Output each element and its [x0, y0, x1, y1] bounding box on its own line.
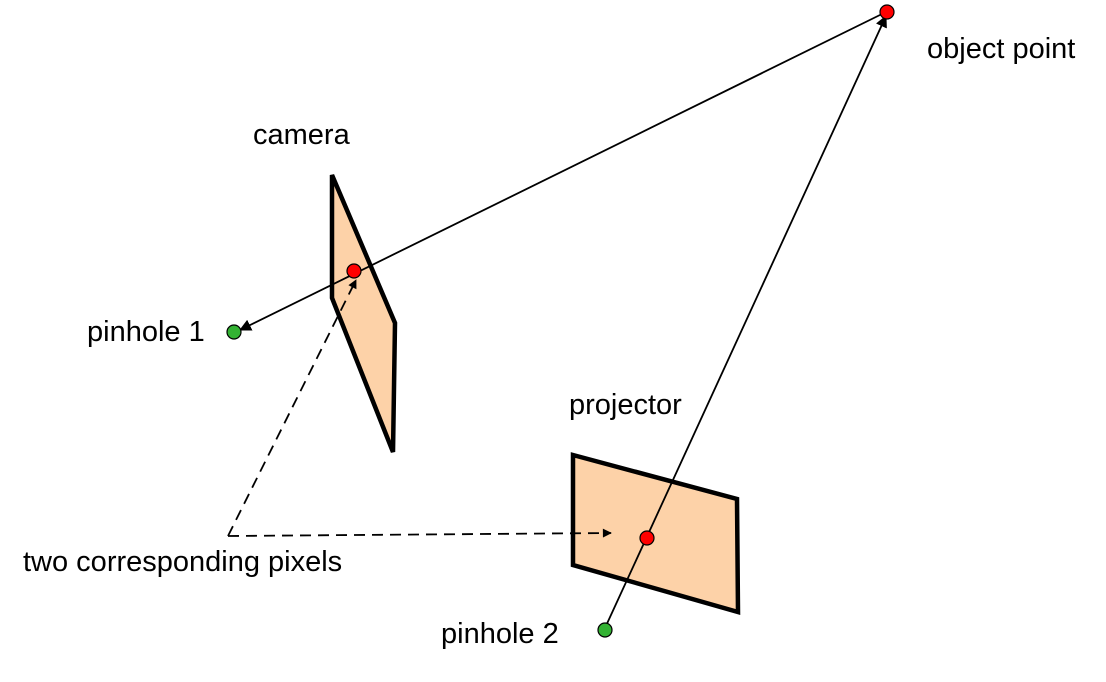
camera-image-plane — [329, 174, 398, 453]
camera-pixel-dot — [346, 263, 362, 279]
object-point-dot — [879, 4, 895, 20]
projector-label: projector — [569, 389, 682, 421]
two-corresponding-pixels-label: two corresponding pixels — [23, 546, 342, 578]
pinhole-2-label: pinhole 2 — [441, 618, 559, 650]
pinhole-1-label: pinhole 1 — [87, 316, 205, 348]
camera-label: camera — [253, 119, 351, 151]
dashed-pointer-to-projector-pixel — [227, 528, 612, 538]
projector-ray — [604, 15, 887, 629]
object-point-label: object point — [927, 33, 1075, 65]
projector-pixel-dot — [639, 530, 655, 546]
projector-image-plane — [570, 452, 741, 615]
pinhole-1-dot — [226, 324, 242, 340]
pinhole-2-dot — [597, 622, 613, 638]
dashed-pointer-to-camera-pixel — [227, 279, 357, 537]
camera-ray — [239, 12, 885, 331]
